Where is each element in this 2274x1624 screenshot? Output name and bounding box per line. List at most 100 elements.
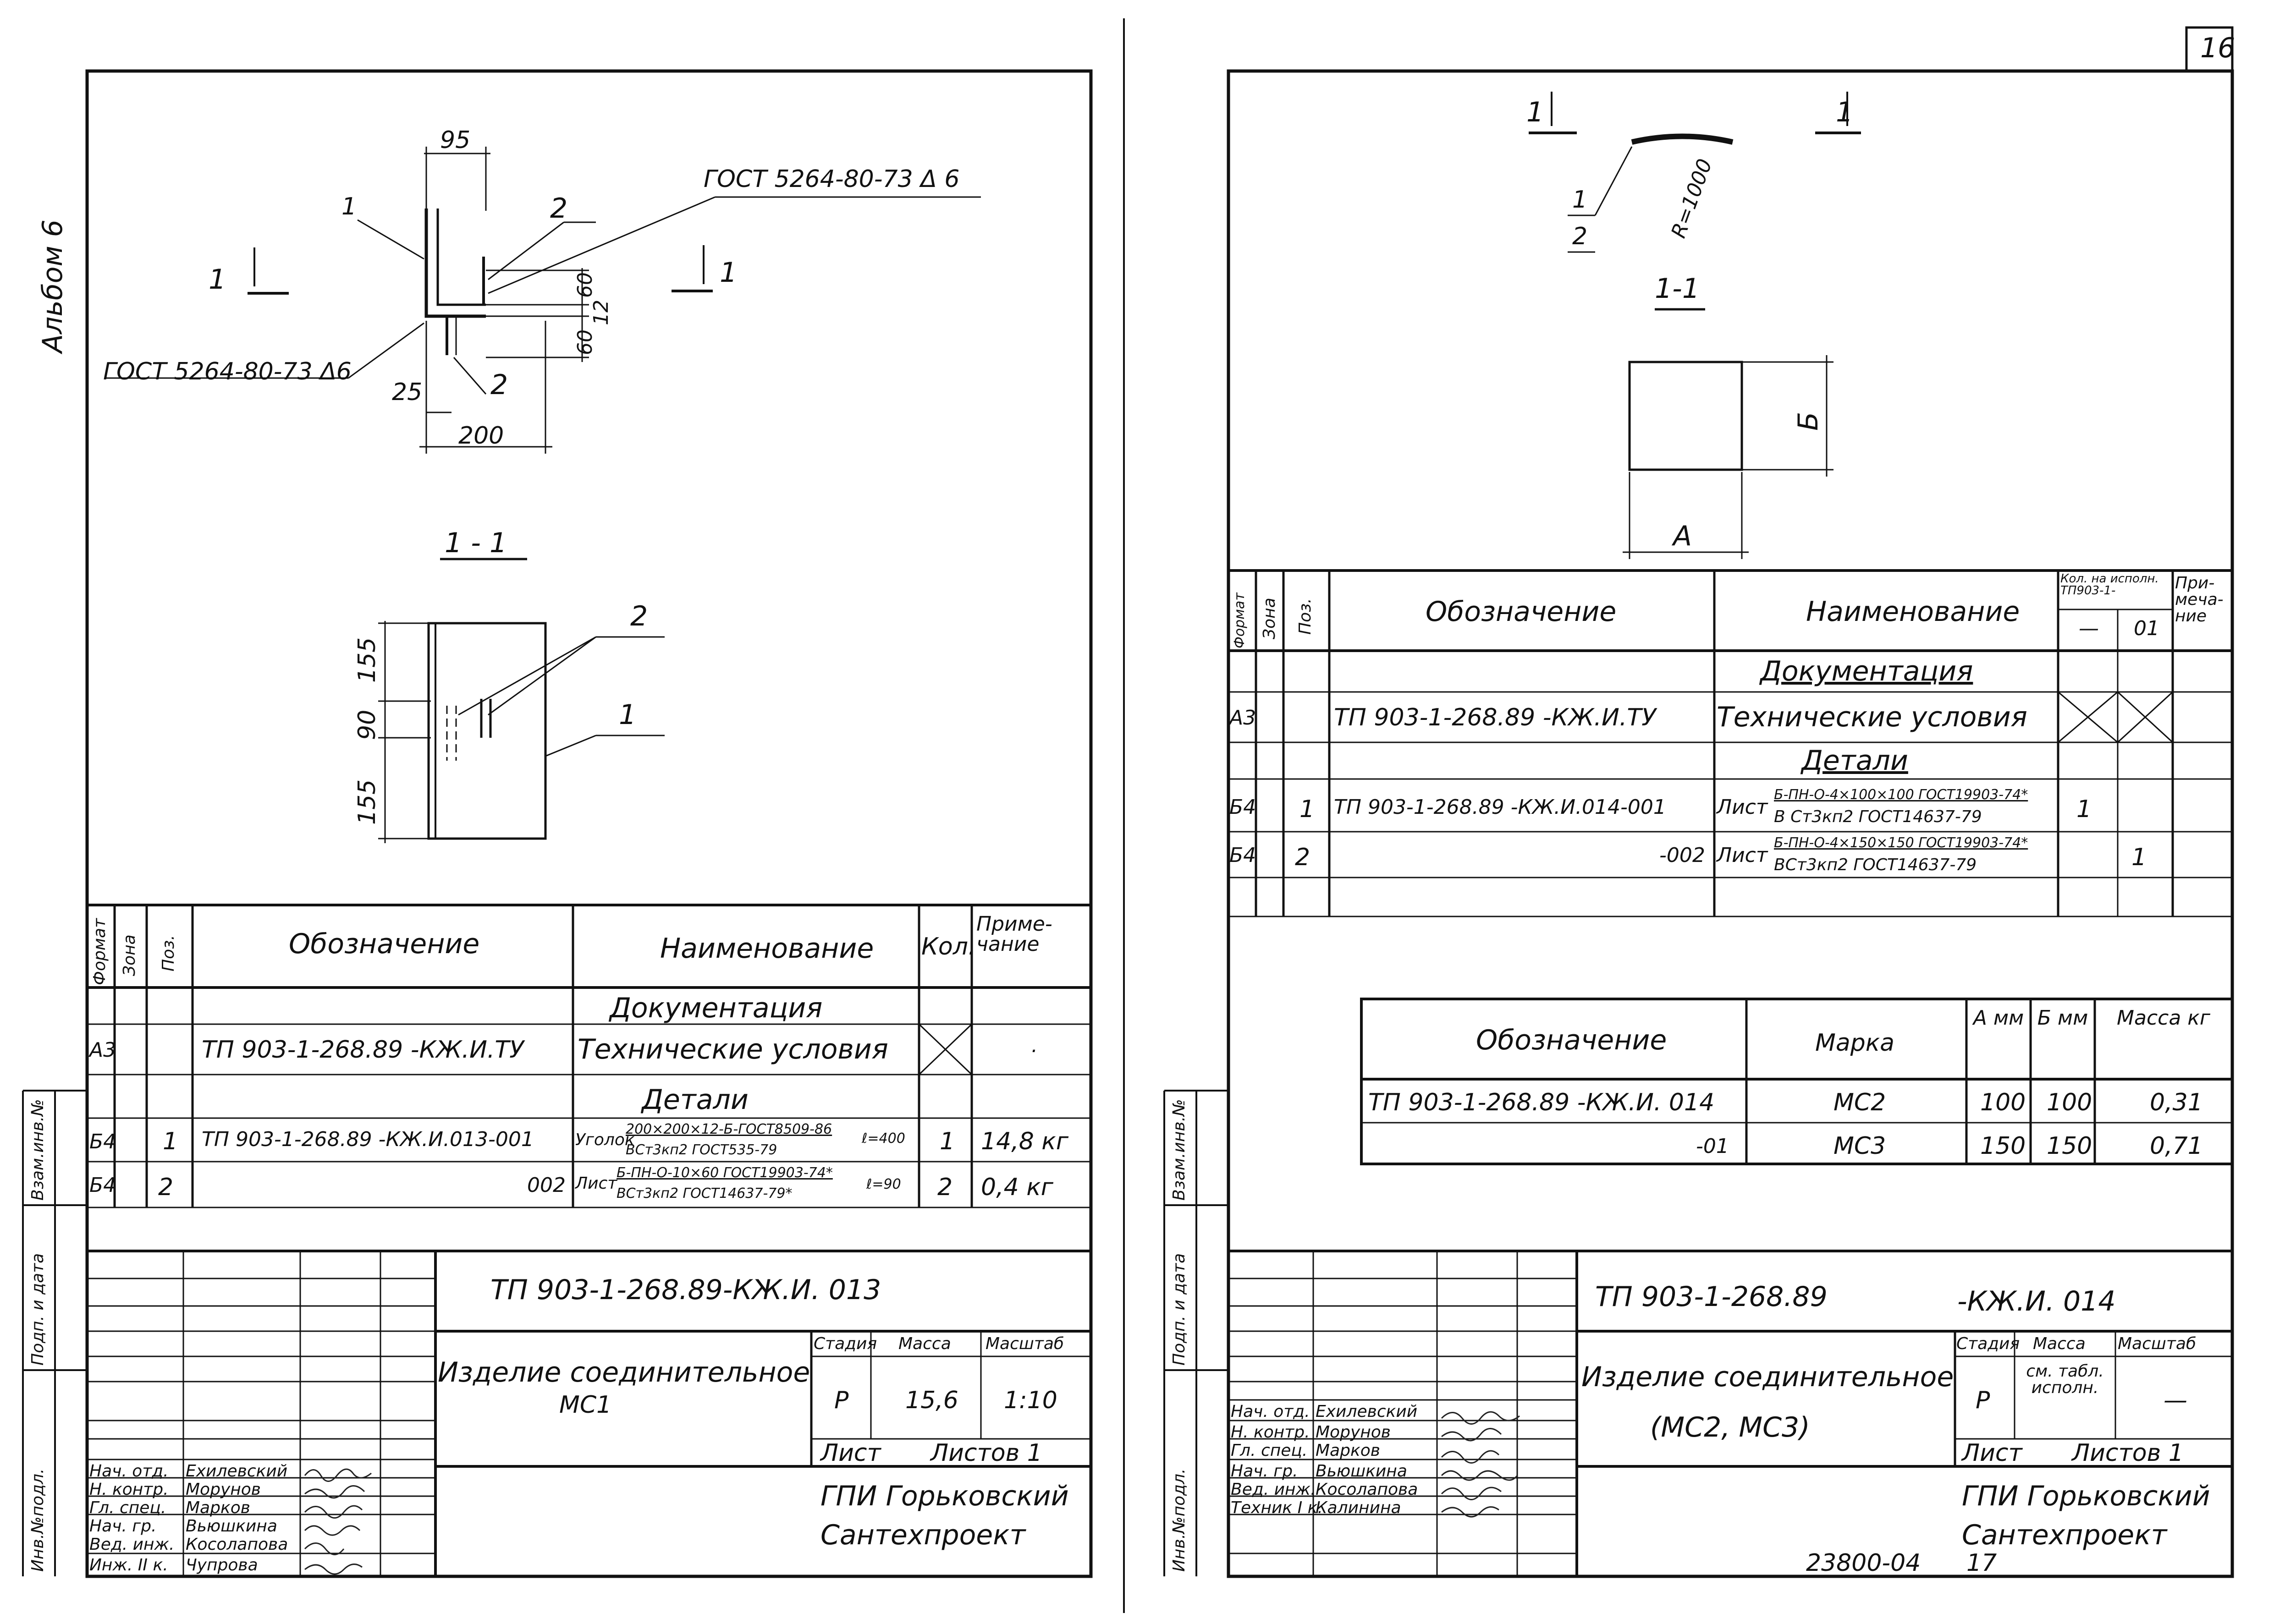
tb-right-name-1: Морунов — [1316, 1423, 1391, 1442]
tb-right-name-2: Марков — [1316, 1441, 1380, 1460]
spec-r1-qty: 1 — [940, 1128, 955, 1155]
r-spec-r2-designation: -002 — [1659, 844, 1705, 867]
r-spec-r2-top: Б-ПН-О-4×150×150 ГОСТ19903-74* — [1774, 835, 2028, 851]
r-spec-r0-name: Технические условия — [1717, 701, 2027, 733]
sec-pos-2: 2 — [630, 600, 648, 632]
r-spec-r1-designation: ТП 903-1-268.89 -КЖ.И.014-001 — [1334, 796, 1666, 819]
spec-r2-len: ℓ=90 — [866, 1176, 901, 1192]
spec-h-qty: Кол. — [921, 933, 976, 960]
r-spec-h-name: Наименование — [1806, 596, 2020, 628]
section-mark-right: 1 — [720, 257, 738, 289]
r-section-title: 1-1 — [1655, 273, 1700, 305]
r-spec-r0-designation: ТП 903-1-268.89 -КЖ.И.ТУ — [1334, 704, 1656, 731]
r-spec-h-qty-top: Кол. на исполн. ТП903-1- — [2060, 572, 2159, 598]
tb-left-subtitle: МС1 — [559, 1391, 612, 1419]
r-spec-r2-prefix: Лист — [1717, 844, 1768, 867]
tb-left-name-5: Чупрова — [186, 1556, 258, 1575]
tb-left-name-2: Марков — [186, 1498, 250, 1517]
tb-right-name-5: Калинина — [1316, 1498, 1401, 1517]
spec-h-designation: Обозначение — [289, 928, 480, 960]
r-dim-a: А — [1673, 520, 1692, 552]
tb-left-stage-label: Стадия — [814, 1334, 877, 1353]
tb-right-role-3: Нач. гр. — [1231, 1462, 1298, 1481]
tb-left-stage: Р — [834, 1387, 849, 1414]
r-spec-section-details: Детали — [1801, 745, 1908, 777]
r-spec-r2-format: Б4 — [1229, 844, 1256, 867]
var-h-b: Б мм — [2037, 1006, 2088, 1030]
tb-right-title: Изделие соединительное — [1581, 1361, 1954, 1393]
r-spec-r1-qa: 1 — [2076, 796, 2092, 823]
r-spec-h-designation: Обозначение — [1426, 596, 1617, 628]
tb-right-role-5: Техник I к. — [1231, 1498, 1323, 1517]
r-spec-r0-format: А3 — [1229, 706, 1256, 730]
var-r1-mass: 0,71 — [2150, 1132, 2203, 1160]
spec-r2-designation: 002 — [527, 1174, 566, 1197]
pos-2a-label: 2 — [550, 192, 568, 225]
weld-note-top: ГОСТ 5264-80-73 Δ 6 — [704, 165, 960, 193]
tb-left-code: ТП 903-1-268.89-КЖ.И. 013 — [490, 1274, 881, 1306]
archive-page: 17 — [1966, 1549, 1997, 1577]
r-mark-right: 1 — [1836, 96, 1854, 128]
tb-right-role-2: Гл. спец. — [1231, 1441, 1308, 1460]
tb-left-role-2: Гл. спец. — [89, 1498, 166, 1517]
r-spec-r1-top: Б-ПН-О-4×100×100 ГОСТ19903-74* — [1774, 787, 2028, 803]
pos-1-label: 1 — [341, 193, 357, 220]
spec-r1-pos: 1 — [163, 1128, 178, 1155]
spec-r2-note: 0,4 кг — [981, 1174, 1053, 1201]
tb-right-code2: -КЖ.И. 014 — [1957, 1285, 2116, 1317]
spec-r2-format: Б4 — [89, 1174, 116, 1197]
tb-left-role-0: Нач. отд. — [89, 1462, 169, 1481]
spec-h-note: Приме-чание — [976, 912, 1052, 956]
tb-right-sheet: Лист — [1962, 1439, 2022, 1467]
spec-h-name: Наименование — [660, 933, 874, 965]
tb-left-org1: ГПИ Горьковский — [820, 1480, 1069, 1512]
r-callout-top: 1 — [1572, 186, 1588, 214]
spec-r1-format: Б4 — [89, 1130, 116, 1153]
spec-r0-designation: ТП 903-1-268.89 -КЖ.И.ТУ — [202, 1036, 524, 1064]
tb-left-name-3: Вьюшкина — [186, 1517, 277, 1536]
var-h-mass: Масса кг — [2117, 1006, 2210, 1030]
tb-left-scale: 1:10 — [1004, 1387, 1057, 1414]
tb-left-mass-label: Масса — [898, 1334, 951, 1353]
weld-note-bottom: ГОСТ 5264-80-73 Δ6 — [103, 358, 352, 385]
tb-right-stage-label: Стадия — [1956, 1334, 2020, 1353]
spec-r2-pos: 2 — [158, 1174, 174, 1201]
r-spec-h-qty-b: 01 — [2134, 617, 2159, 640]
tb-left-role-5: Инж. II к. — [89, 1556, 168, 1575]
tb-left-name-1: Морунов — [186, 1480, 261, 1499]
var-r1-designation: -01 — [1696, 1135, 1729, 1158]
var-h-mark: Марка — [1815, 1029, 1895, 1057]
spec-r0-note: . — [1031, 1034, 1038, 1057]
dim-95: 95 — [440, 126, 471, 154]
var-r0-a: 100 — [1980, 1089, 2026, 1116]
spec-r1-prefix: Уголок — [575, 1130, 635, 1149]
spec-r2-top: Б-ПН-О-10×60 ГОСТ19903-74* — [617, 1165, 833, 1181]
r-spec-r1-prefix: Лист — [1717, 796, 1768, 819]
spec-r0-format: А3 — [89, 1038, 116, 1062]
r-spec-h-note: При-меча-ние — [2175, 574, 2224, 625]
tb-left-scale-label: Масштаб — [986, 1334, 1064, 1353]
r-spec-r1-format: Б4 — [1229, 796, 1256, 819]
tb-left-role-4: Вед. инж. — [89, 1535, 175, 1554]
r-spec-r2-qb: 1 — [2131, 844, 2147, 871]
tb-right-org1: ГПИ Горьковский — [1962, 1480, 2210, 1512]
dim-25: 25 — [392, 379, 423, 406]
spec-section-doc: Документация — [610, 992, 823, 1024]
var-r1-a: 150 — [1980, 1132, 2026, 1160]
tb-right-role-1: Н. контр. — [1231, 1423, 1310, 1442]
tb-right-subtitle: (МС2, МС3) — [1650, 1411, 1810, 1443]
tb-right-name-4: Косолапова — [1316, 1480, 1418, 1499]
tb-right-role-4: Вед. инж. — [1231, 1480, 1316, 1499]
tb-right-stage: Р — [1976, 1387, 1990, 1414]
spec-r1-note: 14,8 кг — [981, 1128, 1069, 1155]
tb-right-name-3: Вьюшкина — [1316, 1462, 1407, 1481]
r-spec-r2-bottom: ВСт3кп2 ГОСТ14637-79 — [1774, 856, 1977, 874]
spec-r2-qty: 2 — [937, 1174, 953, 1201]
dim-200: 200 — [458, 422, 504, 450]
tb-left-org2: Сантехпроект — [820, 1519, 1026, 1551]
tb-right-mass: см. табл. исполн. — [2026, 1362, 2104, 1397]
spec-r1-designation: ТП 903-1-268.89 -КЖ.И.013-001 — [202, 1128, 534, 1151]
r-spec-r2-pos: 2 — [1295, 844, 1310, 871]
